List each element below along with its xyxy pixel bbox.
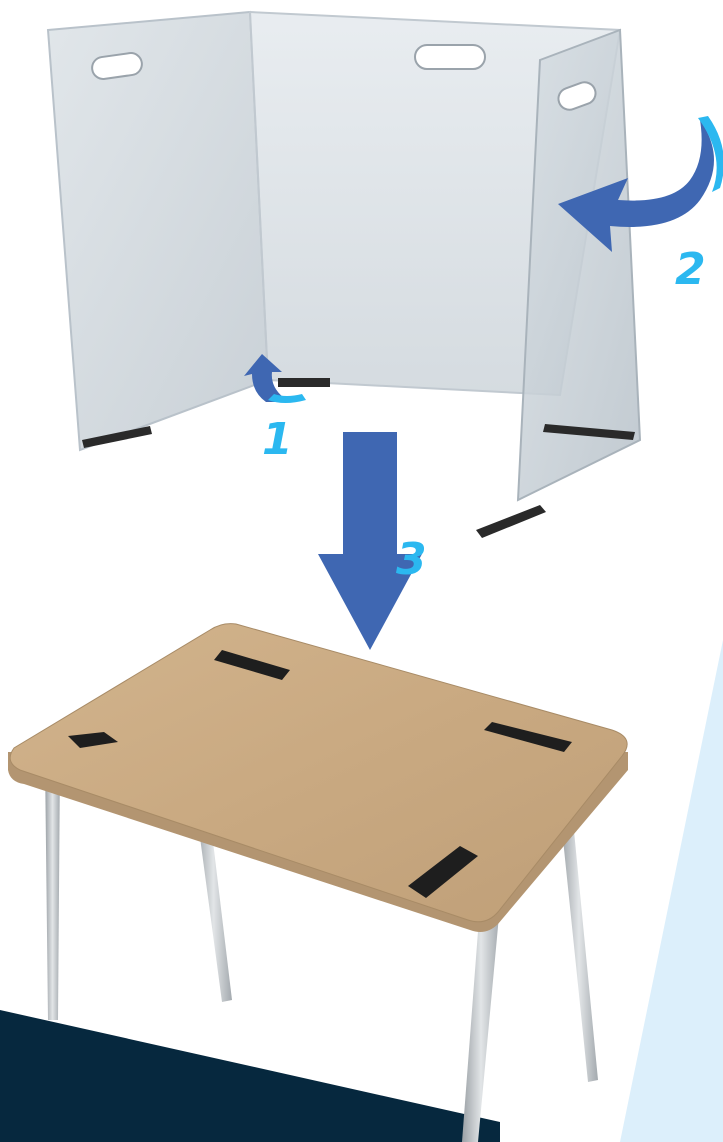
step-2-label: 2 [675,248,706,292]
desk-leg-front-left [45,760,60,1020]
navy-background-band [0,1010,500,1142]
handle-hole-back [415,45,485,69]
divider-foot-right-front [476,505,546,538]
divider-left-panel [48,12,268,450]
step-1-label: 1 [262,418,293,462]
divider-foot-center [278,378,330,387]
desk-leg-front-right [462,905,500,1142]
step-3-label: 3 [396,538,427,582]
light-blue-background-shape [620,640,723,1142]
desk-leg-back-right [560,810,598,1082]
